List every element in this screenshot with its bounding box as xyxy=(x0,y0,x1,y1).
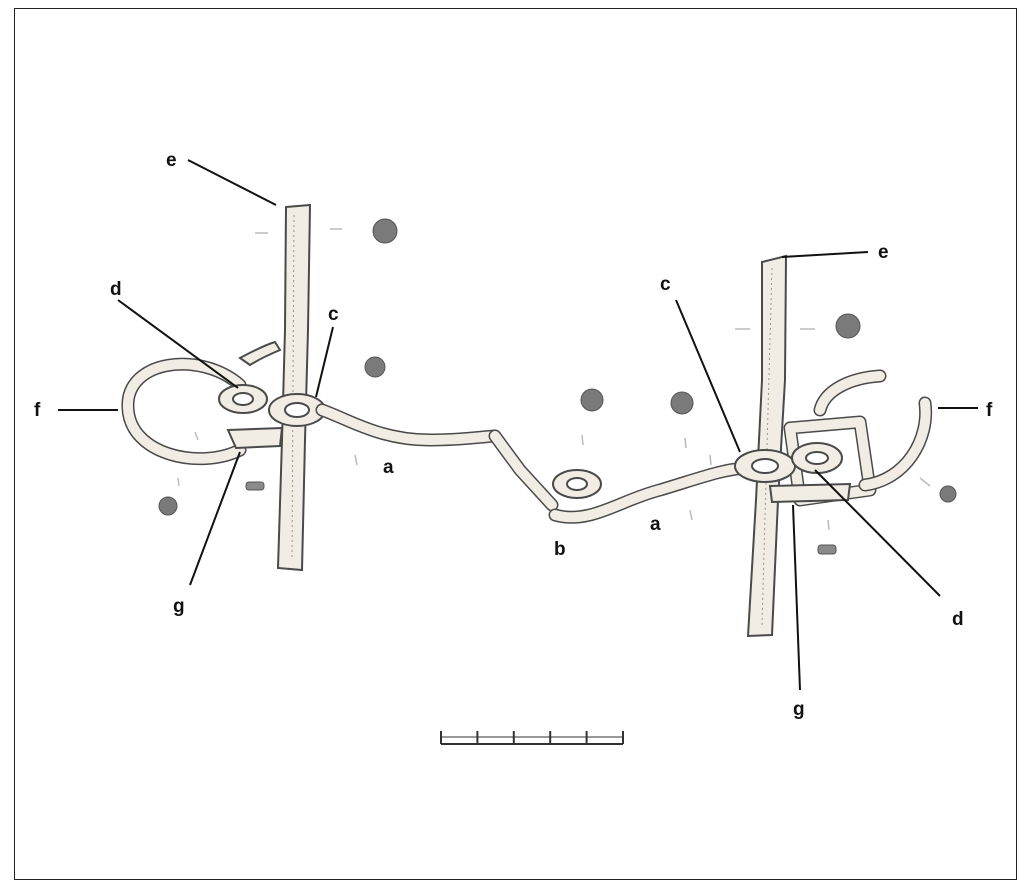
label-f-left: f xyxy=(34,400,41,421)
scale-bar xyxy=(440,731,624,745)
left-loop-g xyxy=(226,426,284,450)
left-cheek-rod xyxy=(276,203,312,572)
label-f-right: f xyxy=(986,400,993,421)
dot-mark xyxy=(372,218,398,244)
dot-mark xyxy=(158,496,178,516)
dot-mark xyxy=(670,391,694,415)
rect-mark xyxy=(245,481,265,491)
label-c-left: c xyxy=(328,304,339,325)
label-b: b xyxy=(554,539,566,560)
rect-mark xyxy=(817,544,837,555)
dot-mark xyxy=(364,356,386,378)
label-g-right: g xyxy=(793,699,805,720)
label-d-left: d xyxy=(110,279,122,300)
dot-mark xyxy=(835,313,861,339)
label-d-right: d xyxy=(952,609,964,630)
label-a-left: a xyxy=(383,457,394,478)
left-hook-piece xyxy=(238,340,282,367)
dash-marks xyxy=(177,228,931,531)
leader-lines xyxy=(58,159,978,691)
dot-marks xyxy=(158,218,957,555)
label-c-right: c xyxy=(660,274,671,295)
label-e-right: e xyxy=(878,242,889,263)
part-labels: e e d c c f f a a b d g g xyxy=(34,150,993,720)
label-e-left: e xyxy=(166,150,177,171)
label-a-right: a xyxy=(650,514,661,535)
right-cheek-rod xyxy=(746,254,788,638)
label-g-left: g xyxy=(173,596,185,617)
right-loop-g xyxy=(768,482,852,504)
dot-mark xyxy=(939,485,957,503)
figure-frame xyxy=(14,8,1017,880)
dot-mark xyxy=(580,388,604,412)
